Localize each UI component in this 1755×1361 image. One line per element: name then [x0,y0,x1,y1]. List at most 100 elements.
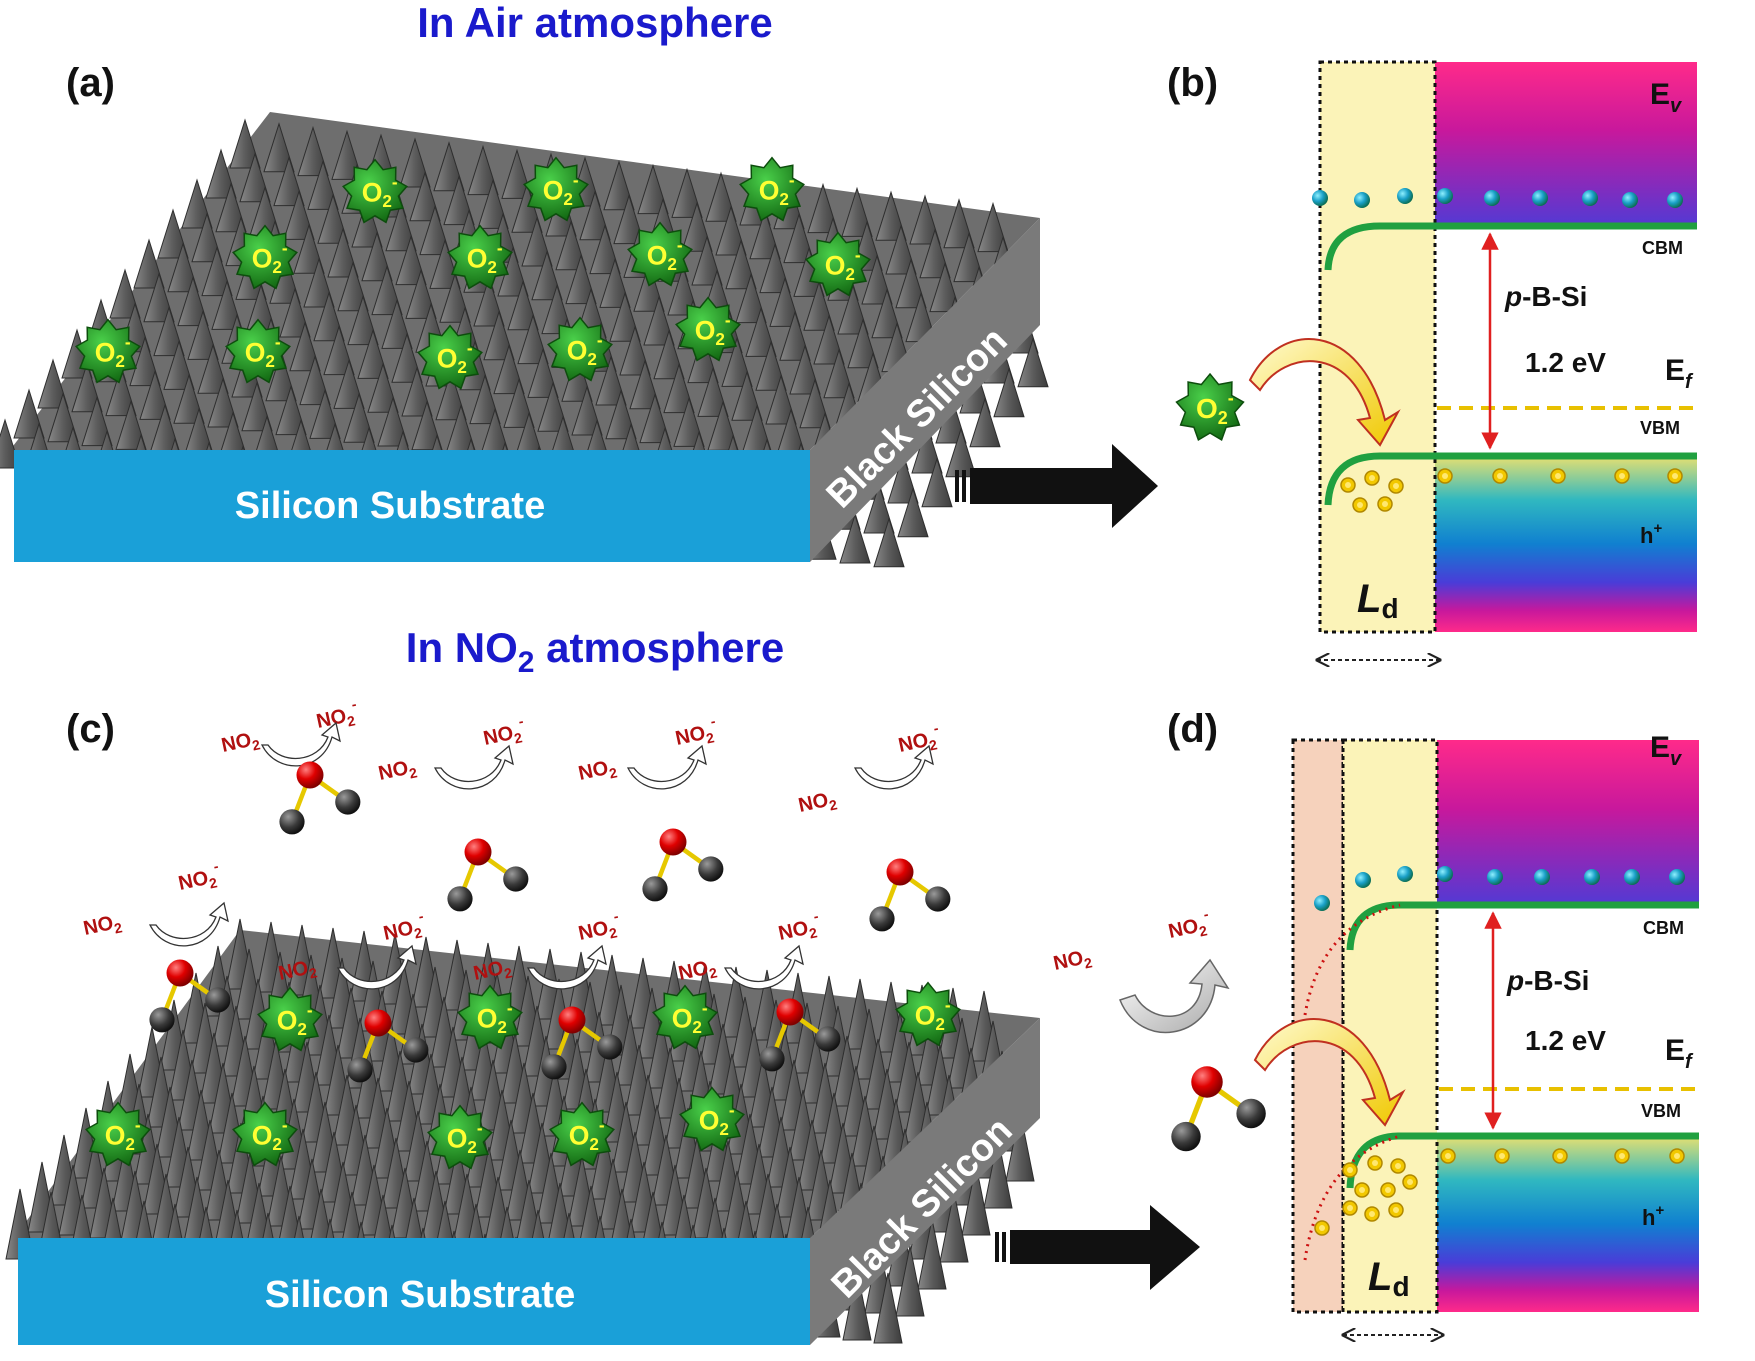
spike [637,163,669,215]
o2-ion-icon: O2- [447,224,513,290]
carriers-b: O2- [1175,188,1683,513]
svg-text:O2-: O2- [447,1119,483,1157]
spike [483,310,515,361]
spike [527,347,559,398]
svg-text:O2-: O2- [695,311,731,349]
svg-text:O2-: O2- [437,339,473,377]
spike [239,152,271,203]
curved-arrow-icon [1253,1018,1406,1127]
svg-text:O2-: O2- [252,1116,288,1154]
spike [807,182,839,234]
no2-ion-label: NO2- [480,713,529,753]
electron-icon [1487,869,1503,885]
o2-ion-icon: O2- [739,156,805,222]
svg-text:O2-: O2- [252,239,288,277]
spike [919,228,951,279]
spike [265,351,297,402]
spike [721,336,753,387]
spike [399,137,431,188]
svg-text:O2-: O2- [699,1101,735,1139]
spike [105,365,137,417]
spike [961,1164,991,1236]
hole-icon [1354,1182,1370,1198]
spike [163,339,195,390]
o2-ion-icon: O2- [627,221,693,287]
no2-label: NO2 [796,787,838,819]
spike [759,242,791,294]
no2-ion-label: NO2- [175,858,224,898]
spike [197,343,229,394]
spike [643,295,675,346]
spike [313,291,345,342]
spike [173,373,205,424]
no2-ion-label: NO2- [380,908,429,948]
panel-d: (d) p-B-Si 1.2 eV Ev Ef CBM VBM h+ Ld [1119,707,1699,1335]
spike [327,227,359,278]
hole-icon [1367,1155,1383,1171]
o2-ions-a: O2-O2-O2-O2-O2-O2-O2-O2-O2-O2-O2-O2- [75,156,871,390]
curved-arrow-icon [260,721,341,767]
no2-label: NO2 [1051,945,1093,977]
hole-icon [1314,1220,1330,1236]
heading-no2: In NO2 atmosphere [406,624,784,679]
spike [765,374,797,425]
no2-label: NO2 [376,755,418,787]
spike [929,261,961,313]
electron-icon [1624,869,1640,885]
gap-value-d: 1.2 eV [1525,1025,1606,1056]
spike [13,388,45,439]
spike [323,324,355,376]
spike [507,280,539,331]
spike [385,201,417,252]
spike [263,122,295,173]
spike [681,201,713,252]
spike [371,264,403,316]
o2-ion-icon: O2- [1175,372,1245,442]
spike [639,392,671,444]
label-b: (b) [1167,61,1218,105]
svg-text:O2-: O2- [467,239,503,277]
no2-label: NO2 [576,755,618,787]
black-silicon-side-c [810,1018,1040,1345]
ld-label-d: Ld [1368,1255,1410,1302]
spike [429,238,461,289]
o2-ion-icon: O2- [342,158,408,224]
no2-label: NO2 [219,727,261,759]
hole-icon [1352,497,1368,513]
spike [351,197,383,248]
spike [201,245,233,297]
spike [895,258,927,309]
electron-icon [1354,192,1370,208]
panel-b: (b) p-B-Si 1.2 eV Ev Ef CBM VBM h+ Ld O2… [1167,60,1697,660]
spike [381,298,413,349]
hole-icon [1614,468,1630,484]
electron-icon [1314,895,1330,911]
spike [861,254,893,305]
spike [885,224,917,275]
heading-air: In Air atmosphere [417,0,773,46]
electron-icon [1582,190,1598,206]
spike [289,321,321,372]
spike [143,272,175,323]
spike [755,340,787,391]
spike [897,487,929,538]
spike [317,193,349,244]
spike [609,291,641,342]
no2-molecule-icon [1171,1066,1266,1152]
o2-ion-icon: O2- [895,981,961,1047]
svg-text:O2-: O2- [1196,388,1234,428]
spike [605,389,637,440]
no2-molecule-icon [759,998,841,1072]
svg-text:O2-: O2- [277,1001,313,1039]
spike [439,272,471,323]
o2-ion-icon: O2- [427,1104,493,1170]
spike [813,314,845,365]
o2-ion-icon: O2- [523,156,589,222]
o2-ion-icon: O2- [679,1086,745,1152]
electron-icon [1534,869,1550,885]
spike [673,396,705,447]
svg-text:O2-: O2- [825,246,861,284]
spike [823,348,855,399]
panel-c: (c) Silicon Substrate Black Silicon O2-O… [5,696,1210,1345]
